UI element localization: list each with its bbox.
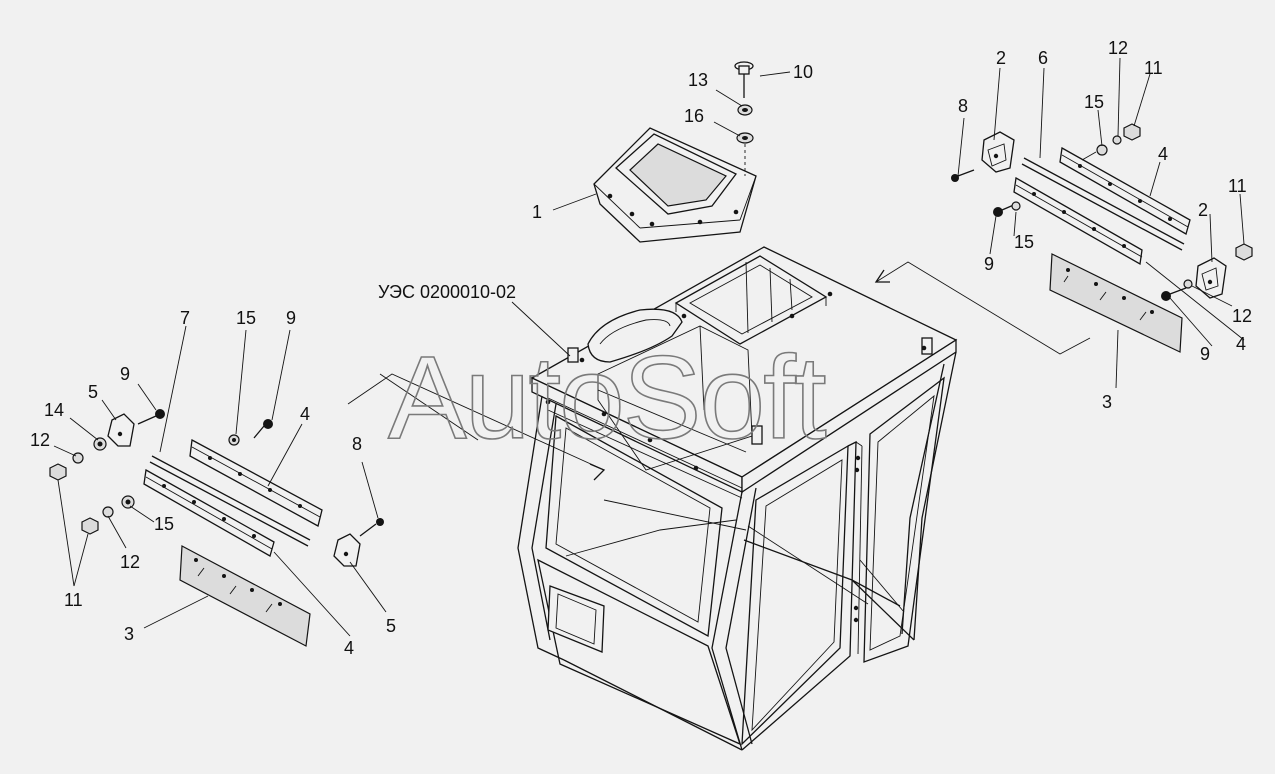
callout-2-lower: 2: [1198, 200, 1208, 220]
callout-2-upper: 2: [996, 48, 1006, 68]
callout-4-right-lower: 4: [1236, 334, 1246, 354]
callout-5-lower: 5: [386, 616, 396, 636]
callout-11-lower: 11: [1228, 176, 1247, 196]
leader-lines: [53, 57, 1245, 637]
assembly-label: УЭС 0200010-02: [378, 282, 516, 302]
callout-6: 6: [1038, 48, 1048, 68]
callout-15-left-lower: 15: [154, 514, 174, 534]
callout-7: 7: [180, 308, 190, 328]
callout-12-lower: 12: [1232, 306, 1252, 326]
callout-9-left-upper: 9: [286, 308, 296, 328]
callout-5-upper: 5: [88, 382, 98, 402]
callout-13: 13: [688, 70, 708, 90]
callout-15-left-upper: 15: [236, 308, 256, 328]
callout-9-left: 9: [120, 364, 130, 384]
cab-frame: [517, 246, 958, 751]
callout-15-right-lower: 15: [1014, 232, 1034, 252]
callout-10: 10: [793, 62, 813, 82]
callout-12-left-upper: 12: [30, 430, 50, 450]
callout-3-right: 3: [1102, 392, 1112, 412]
hatch-fastener-stack: [734, 61, 754, 176]
callout-8-left: 8: [352, 434, 362, 454]
callout-15-right-upper: 15: [1084, 92, 1104, 112]
left-visor-assembly: [49, 409, 384, 647]
callout-9-right-left: 9: [984, 254, 994, 274]
right-visor-assembly: [951, 123, 1253, 353]
watermark-text: AutoSoft: [388, 332, 826, 464]
callout-1: 1: [532, 202, 542, 222]
callout-11-upper: 11: [1144, 58, 1163, 78]
callout-8-right: 8: [958, 96, 968, 116]
callout-14: 14: [44, 400, 64, 420]
callout-4-right-upper: 4: [1158, 144, 1168, 164]
callout-9-right: 9: [1200, 344, 1210, 364]
callout-11-left: 11: [64, 590, 83, 610]
roof-hatch-cover: [593, 127, 757, 243]
callout-3-left: 3: [124, 624, 134, 644]
callout-16: 16: [684, 106, 704, 126]
callout-12-upper: 12: [1108, 38, 1128, 58]
callout-4-left-upper: 4: [300, 404, 310, 424]
callout-12-left-lower: 12: [120, 552, 140, 572]
callout-4-left-lower: 4: [344, 638, 354, 658]
